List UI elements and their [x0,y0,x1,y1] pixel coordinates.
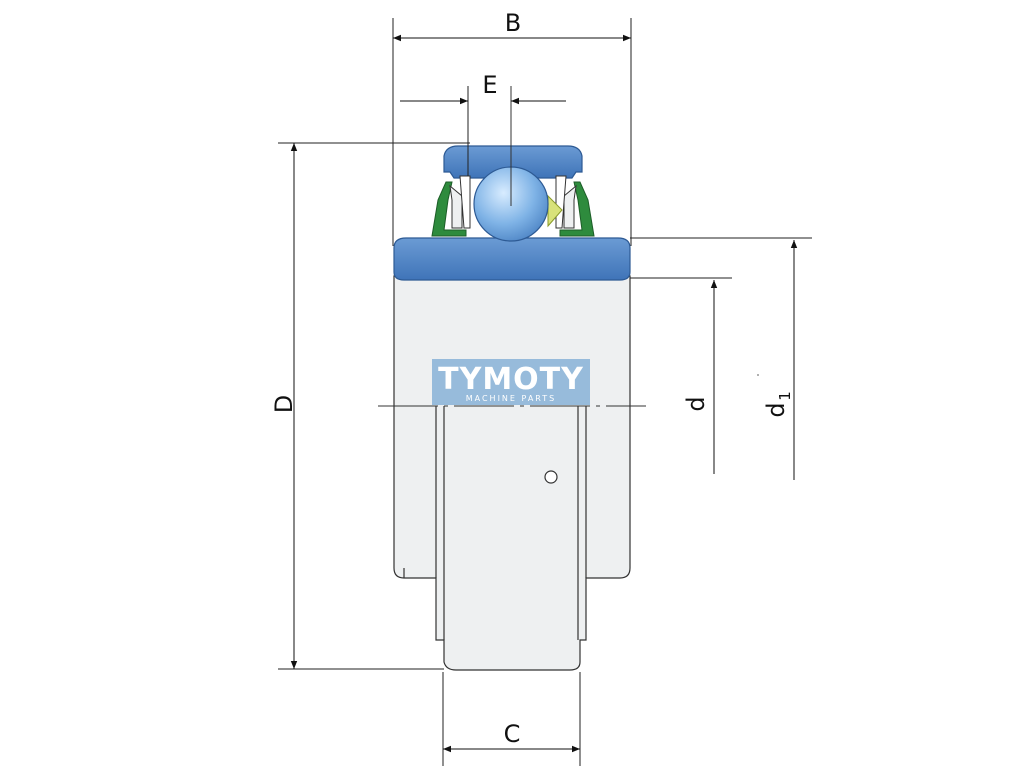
bearing-body [393,275,631,671]
label-B: B [505,9,521,37]
dimension-C: C [443,720,580,753]
label-d: d [682,396,710,411]
outer-ring-top [443,145,583,179]
label-E: E [482,71,497,99]
brand-watermark: TYMOTY MACHINE PARTS [432,359,590,405]
seal-left [431,175,471,237]
seal-yellow-lip [547,194,563,228]
dimension-d: d [682,280,718,474]
dimension-d1: d 1 [757,240,798,480]
label-D: D [270,395,298,413]
inner-ring-flange [393,237,631,281]
label-d1: d [762,402,790,417]
brand-tagline: MACHINE PARTS [466,394,557,403]
label-d1-subscript: 1 [776,391,794,401]
set-screw-hole [544,470,558,484]
brand-logo-text: TYMOTY [438,362,584,397]
dimension-D: D [270,143,298,669]
inner-ring-body [393,275,631,671]
outer-ring [443,145,583,179]
dimension-B: B [393,9,631,42]
seal-right [547,175,595,237]
dimension-E: E [400,71,566,105]
label-C: C [504,720,521,748]
